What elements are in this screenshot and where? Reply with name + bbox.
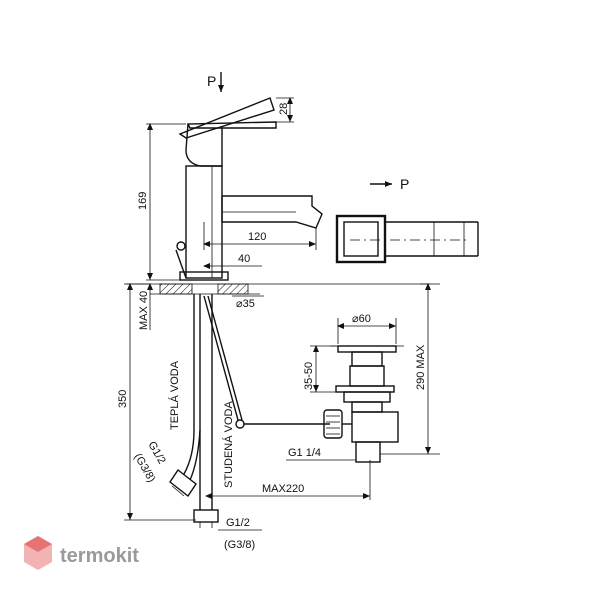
arrow-label-side: P bbox=[400, 176, 409, 192]
dim-waste-thread: G1 1/4 bbox=[286, 447, 356, 461]
faucet-front-view bbox=[175, 97, 323, 281]
label-hot-water: TEPLÁ VODA bbox=[168, 360, 181, 430]
dim-max-290-label: 290 MAX bbox=[415, 344, 427, 390]
dim-spout-base: 40 bbox=[238, 253, 250, 265]
dim-total-height: 350 bbox=[117, 390, 129, 408]
dim-waste-thread-label: G1 1/4 bbox=[288, 447, 321, 459]
top-view-arrow: P bbox=[207, 72, 224, 92]
dim-height: 169 bbox=[137, 192, 149, 210]
dim-hole-diameter: ⌀35 bbox=[236, 298, 255, 310]
dim-hole: ⌀35 bbox=[232, 295, 264, 310]
thread-bottom-label: G1/2 bbox=[226, 517, 250, 529]
thread-bottom-alt-label: (G3/8) bbox=[224, 539, 255, 551]
dim-350: 350 bbox=[117, 283, 196, 521]
brand-logo: termokit bbox=[24, 536, 139, 570]
dim-40: 40 bbox=[203, 253, 262, 269]
dim-handle-thickness: 28 bbox=[278, 103, 290, 115]
popup-waste bbox=[323, 345, 420, 463]
dim-max-40: MAX 40 bbox=[138, 283, 153, 330]
arrow-label-top: P bbox=[207, 73, 216, 89]
supply-hoses bbox=[169, 294, 330, 528]
label-cold-water: STUDENÁ VODA bbox=[222, 401, 235, 488]
dim-waste-diameter: ⌀60 bbox=[337, 313, 397, 344]
dim-spout-reach: 120 bbox=[248, 231, 266, 243]
dim-28: 28 bbox=[276, 97, 294, 123]
dim-max-290: 290 MAX bbox=[415, 283, 440, 455]
thread-side: G1/2 (G3/8) bbox=[131, 440, 167, 485]
brand-name: termokit bbox=[60, 545, 139, 567]
dim-waste-diameter-label: ⌀60 bbox=[352, 313, 371, 325]
dim-waste-range-label: 35-50 bbox=[303, 362, 315, 390]
dim-max-deck: MAX 40 bbox=[138, 291, 150, 330]
side-view-arrow: P bbox=[370, 176, 409, 192]
dim-169: 169 bbox=[137, 123, 186, 281]
dim-max-220: MAX220 bbox=[205, 460, 371, 500]
dim-max-220-label: MAX220 bbox=[262, 483, 304, 495]
countertop bbox=[126, 283, 430, 295]
dim-waste-range: 35-50 bbox=[303, 345, 338, 393]
thread-bottom: G1/2 (G3/8) bbox=[218, 517, 262, 551]
dim-120: 120 bbox=[203, 222, 317, 250]
spout-section-view bbox=[335, 214, 479, 264]
